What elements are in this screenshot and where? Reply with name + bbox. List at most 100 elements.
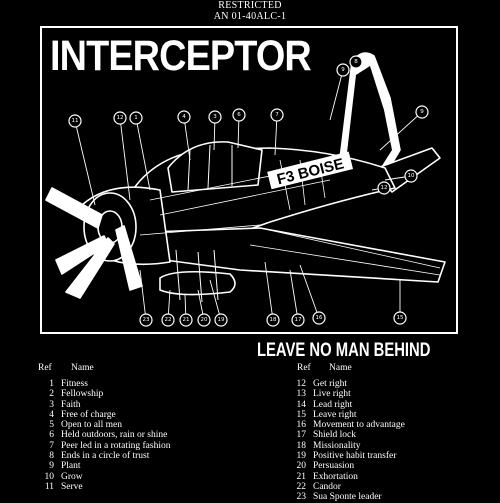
ref-number: 10	[44, 471, 55, 482]
ref-number: 14	[296, 399, 307, 410]
ref-name: Fitness	[61, 379, 88, 389]
ref-number: 5	[49, 420, 54, 431]
callout-marker: 17	[291, 313, 305, 327]
svg-text:17: 17	[295, 317, 302, 323]
callout-marker: 1	[129, 111, 143, 125]
svg-text:10: 10	[408, 173, 415, 179]
list-item: 7 Peer led in a rotating fashion	[30, 441, 170, 451]
ref-number: 4	[49, 409, 54, 420]
ref-name: Open to all men	[61, 420, 122, 431]
svg-text:11: 11	[72, 118, 79, 124]
ref-name: Peer led in a rotating fashion	[61, 440, 171, 451]
ref-name: Ends in a circle of trust	[61, 451, 150, 462]
ref-name: Live right	[313, 389, 351, 400]
callout-marker: 4	[177, 110, 191, 124]
ref-column-header: Ref	[38, 363, 52, 373]
ref-number: 15	[296, 409, 307, 420]
svg-text:9: 9	[341, 67, 345, 73]
document-number: AN 01-40ALC-1	[213, 11, 287, 22]
callout-marker: 10	[404, 169, 418, 183]
callouts: 11 12 1 4 3 6 7 9 8 9 10 12 15 16 17 18 …	[68, 55, 429, 327]
ref-number: 23	[296, 492, 307, 503]
ref-name: Leave right	[313, 409, 357, 420]
ref-number: 16	[296, 420, 307, 431]
callout-marker: 18	[266, 313, 280, 327]
ref-name: Fellowship	[61, 389, 104, 400]
callout-marker: 19	[214, 313, 228, 327]
ref-number: 11	[44, 481, 54, 492]
svg-text:22: 22	[165, 317, 172, 323]
list-item: 9 Plant	[30, 461, 170, 471]
ref-name: Exhortation	[313, 471, 358, 482]
ref-name: Grow	[61, 471, 83, 482]
ref-number: 18	[296, 440, 307, 451]
svg-text:23: 23	[143, 317, 150, 323]
callout-marker: 20	[197, 313, 211, 327]
ref-name: Free of charge	[61, 409, 116, 420]
leader-lines	[74, 61, 423, 321]
ref-number: 13	[296, 389, 307, 400]
ref-column-header: Ref	[297, 363, 311, 373]
ref-number: 8	[49, 451, 54, 462]
list-item: 4 Free of charge	[30, 410, 170, 420]
svg-text:18: 18	[270, 317, 277, 323]
svg-text:6: 6	[237, 112, 241, 118]
name-column-header: Name	[71, 363, 94, 373]
callout-marker: 21	[179, 313, 193, 327]
ref-name: Plant	[61, 461, 81, 472]
ref-number: 9	[49, 461, 54, 472]
ref-number: 19	[296, 451, 307, 462]
callout-marker: 3	[208, 110, 222, 124]
svg-text:7: 7	[275, 112, 279, 118]
callout-marker: 8	[349, 55, 363, 69]
list-item: 20 Persuasion	[282, 461, 405, 471]
list-item: 15 Leave right	[282, 410, 405, 420]
callout-marker: 22	[161, 313, 175, 327]
ref-name: Movement to advantage	[313, 420, 405, 431]
list-item: 5 Open to all men	[30, 420, 170, 430]
list-item: 2 Fellowship	[30, 389, 170, 399]
ref-number: 7	[49, 440, 54, 451]
svg-text:12: 12	[117, 115, 124, 121]
callout-marker: 9	[415, 105, 429, 119]
ref-name: Persuasion	[313, 461, 355, 472]
callout-marker: 6	[232, 108, 246, 122]
ref-name: Candor	[313, 481, 341, 492]
name-column-header: Name	[329, 363, 352, 373]
canopy	[167, 141, 263, 193]
ref-number: 17	[296, 430, 307, 441]
callout-marker: 12	[113, 111, 127, 125]
ref-name: Get right	[313, 379, 348, 389]
ref-number: 20	[296, 461, 307, 472]
svg-text:15: 15	[397, 315, 404, 321]
diagram-title: INTERCEPTOR	[50, 32, 312, 80]
ref-number: 6	[49, 430, 54, 441]
ref-number: 2	[49, 389, 54, 400]
slogan: LEAVE NO MAN BEHIND	[257, 340, 431, 361]
callout-marker: 9	[336, 63, 350, 77]
ref-name: Missionality	[313, 440, 361, 451]
svg-text:20: 20	[201, 317, 208, 323]
svg-text:12: 12	[381, 185, 388, 191]
list-item: 10 Grow	[30, 472, 170, 482]
callout-marker: 7	[270, 108, 284, 122]
callout-marker: 11	[68, 114, 82, 128]
callout-marker: 16	[312, 311, 326, 325]
ref-name: Faith	[61, 399, 81, 410]
svg-text:16: 16	[316, 315, 323, 321]
ref-name: Shield lock	[313, 430, 357, 441]
ref-name: Serve	[61, 481, 83, 492]
list-item: 18 Missionality	[282, 441, 405, 451]
list-item: 3 Faith	[30, 400, 170, 410]
ref-number: 3	[49, 399, 54, 410]
